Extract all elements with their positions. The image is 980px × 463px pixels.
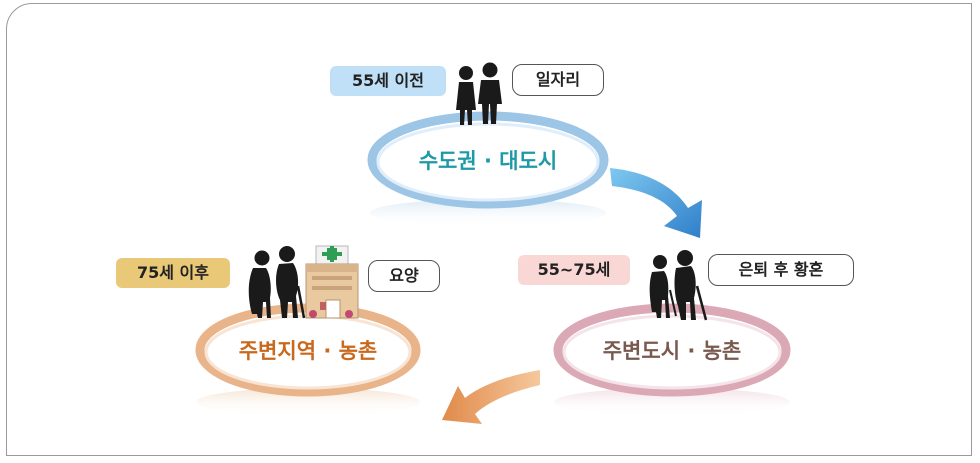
- ring-stage-2: [553, 303, 791, 397]
- elderly-couple-hospital-icon: [248, 245, 359, 319]
- age-badge-stage-3: 75세 이후: [116, 258, 230, 288]
- description-pill-stage-3: 요양: [368, 260, 440, 292]
- flow-arrow-icon: [610, 168, 702, 238]
- region-label-stage-3: 주변지역 · 농촌: [238, 339, 378, 363]
- diagram-frame: [6, 3, 972, 456]
- elderly-couple-cane-icon: [649, 250, 708, 321]
- flow-arrow-icon: [442, 370, 540, 424]
- working-adults-silhouette-icon: [456, 62, 502, 125]
- age-badge-stage-2: 55~75세: [518, 255, 630, 285]
- age-badge-stage-1: 55세 이전: [330, 66, 446, 96]
- ring-reflection-2: [554, 388, 790, 416]
- ring-reflection-3: [196, 388, 420, 416]
- ring-stage-2-shade: [562, 314, 782, 390]
- region-label-stage-2: 주변도시 · 농촌: [602, 339, 742, 363]
- ring-reflection-1: [370, 199, 606, 227]
- description-pill-stage-2: 은퇴 후 황혼: [708, 254, 854, 286]
- description-pill-stage-1: 일자리: [512, 64, 604, 96]
- region-label-stage-1: 수도권 · 대도시: [418, 149, 558, 173]
